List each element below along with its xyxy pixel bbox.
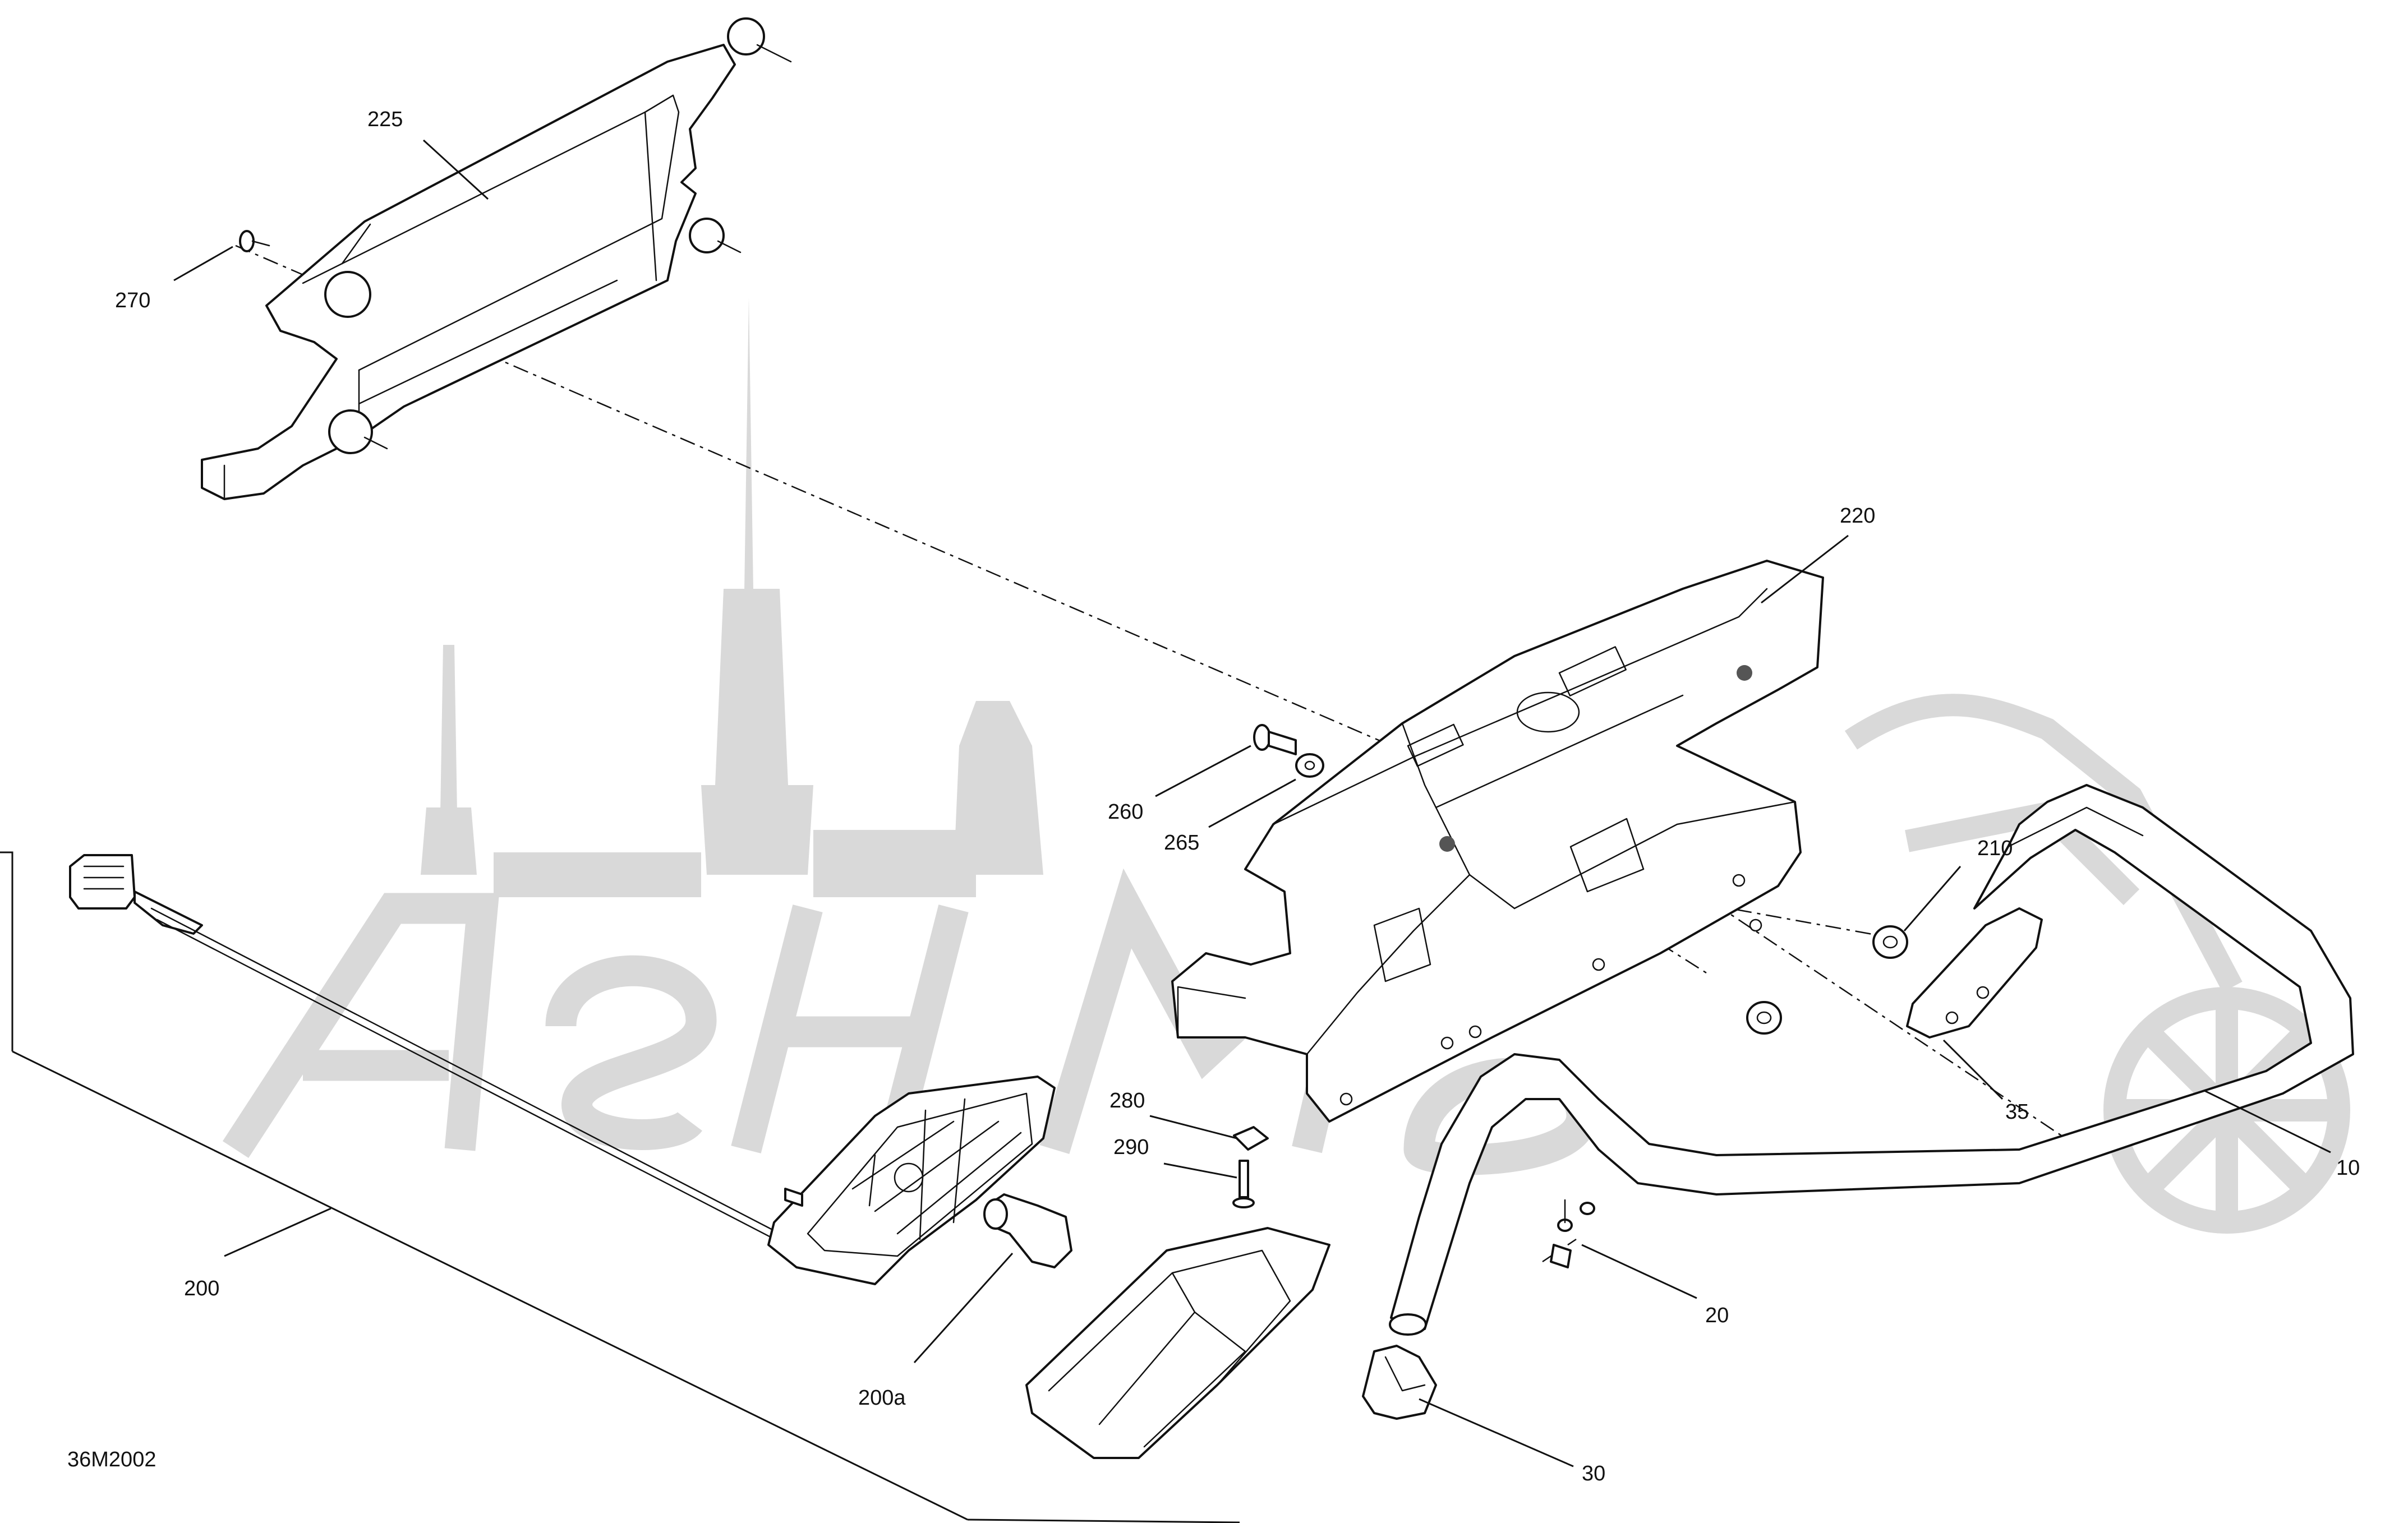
part-265-washer [1295, 753, 1324, 778]
frame-lines [0, 851, 1240, 1523]
drawing-code: 36M2002 [67, 1448, 156, 1471]
part-225-upper-bracket [201, 17, 792, 500]
part-20-screws [1550, 1199, 1595, 1268]
callout-220: 220 [1840, 504, 1875, 528]
callout-200: 200 [184, 1277, 219, 1300]
part-200-lens [1025, 1227, 1330, 1459]
part-270-screw [239, 230, 270, 252]
part-30-end-cap [1362, 1345, 1437, 1420]
callout-290: 290 [1113, 1136, 1149, 1159]
assembly-axis-lines [235, 244, 2070, 1263]
leader-lines [173, 139, 2331, 1467]
callout-200a: 200a [858, 1386, 906, 1410]
callout-270: 270 [115, 289, 150, 312]
part-200-turn-signal [69, 854, 1056, 1285]
part-35-tube-end [1906, 907, 2043, 1039]
callout-20: 20 [1705, 1304, 1729, 1327]
part-210-grommet [1746, 925, 1908, 1035]
callout-10: 10 [2336, 1156, 2360, 1180]
callout-labels: 225 270 220 260 265 210 35 10 280 290 20… [67, 108, 2360, 1485]
callout-260: 260 [1108, 800, 1143, 824]
part-260-bolt [1253, 724, 1297, 755]
callout-30: 30 [1582, 1462, 1605, 1485]
part-220-main-body [1171, 560, 1824, 1123]
callout-265: 265 [1164, 831, 1199, 855]
callout-225: 225 [367, 108, 403, 131]
watermark [222, 297, 2350, 1234]
callout-210: 210 [1977, 837, 2013, 860]
part-290-screw [1232, 1160, 1255, 1208]
part-10-tubular-handle [1389, 784, 2354, 1336]
part-200a-bulb [983, 1193, 1072, 1268]
callout-35: 35 [2005, 1100, 2029, 1124]
callout-280: 280 [1109, 1089, 1145, 1113]
part-280-clip-nut [1233, 1126, 1269, 1151]
